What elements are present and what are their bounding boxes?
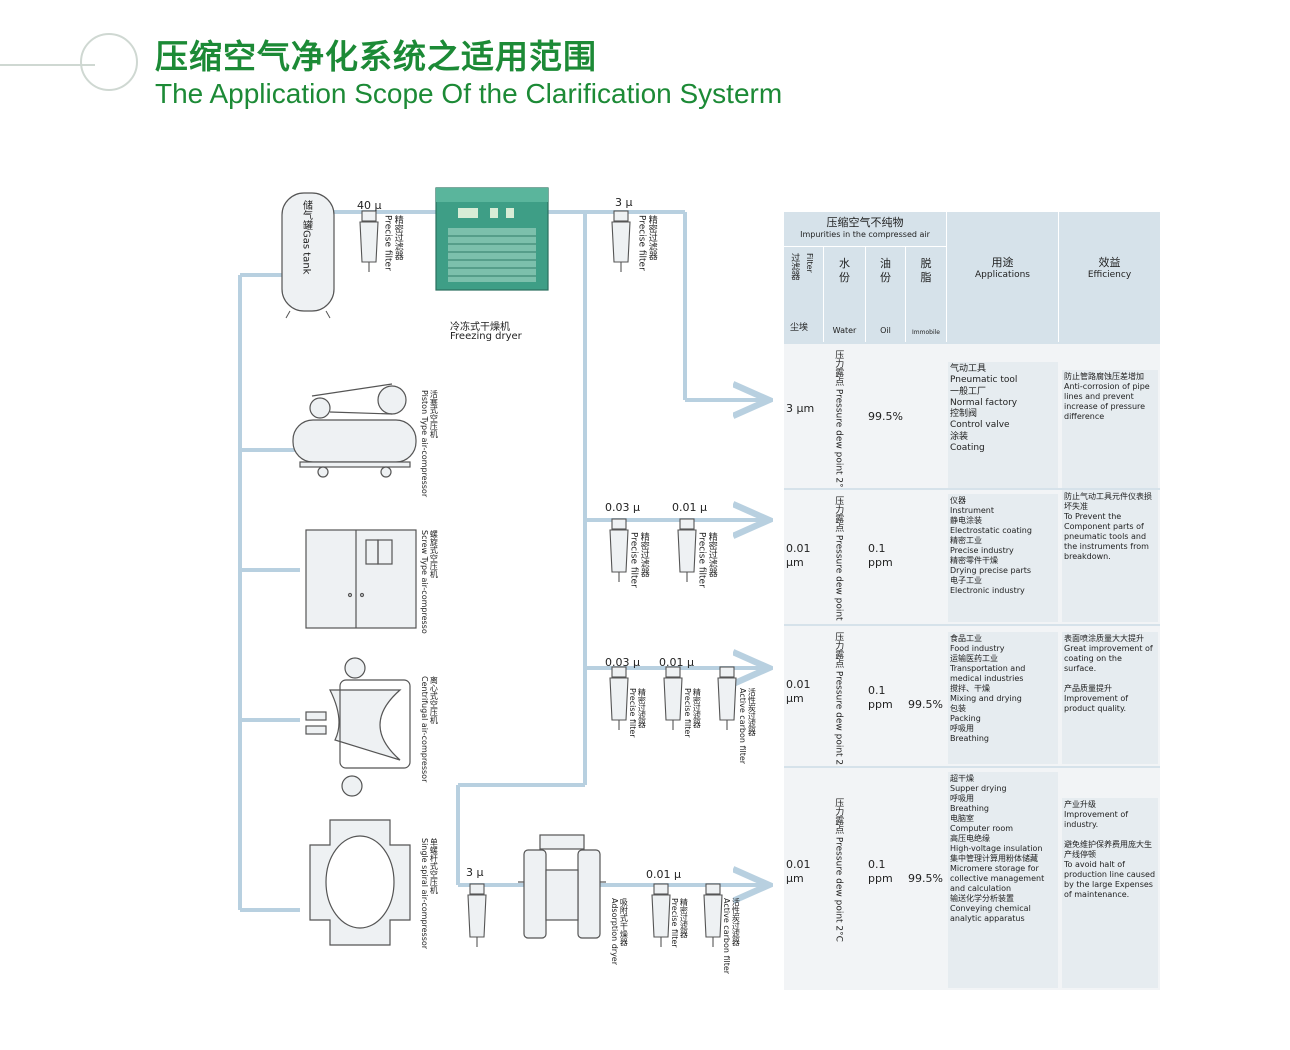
page-title-en: The Application Scope Of the Clarificati… <box>155 78 783 109</box>
row3-oil: 0.1 ppm <box>868 684 893 712</box>
row3-applications: 食品工业 Food industry 运输医药工业 Transportation… <box>948 632 1058 764</box>
header-oil-en: Oil <box>880 326 891 335</box>
adsorption-dryer-icon <box>518 834 606 939</box>
row2-efficiency: 防止气动工具元件仪表损坏失准 To Prevent the Component … <box>1062 490 1158 622</box>
row1-dust: 3 μm <box>786 402 815 415</box>
filter-3-top-rating: 3 μ <box>615 196 633 209</box>
header-filter-en: Filter <box>805 253 814 273</box>
header-filter-cn: 过滤器 <box>789 253 800 280</box>
row4-efficiency: 产业升级 Improvement of industry. 避免维护保养费用庞大… <box>1062 798 1158 988</box>
header-applications-cn: 用途 <box>991 256 1014 269</box>
header-impurities-en: Impurities in the compressed air <box>800 230 930 240</box>
header-oil: 油份 Oil <box>866 246 906 342</box>
piston-compressor-label: 活塞式空压机 Piston Type air-compressor <box>420 390 439 498</box>
header-water: 水份 Water <box>824 246 866 342</box>
row2-dust: 0.01 μm <box>786 542 811 570</box>
filter-3-bottom-icon <box>467 883 487 947</box>
filter-row4-a-label: 精密过滤器 Precise filter <box>670 898 689 948</box>
filter-row2-b-icon <box>677 518 697 582</box>
row2-oil: 0.1 ppm <box>868 542 893 570</box>
header-efficiency: 效益 Efficiency <box>1058 212 1160 342</box>
filter-row2-a-icon <box>609 518 629 582</box>
centrifugal-compressor-icon <box>305 657 411 797</box>
row4-oil: 0.1 ppm <box>868 858 893 886</box>
row3-efficiency: 表面喷涂质量大大提升 Great improvement of coating … <box>1062 632 1158 764</box>
piston-compressor-icon <box>292 383 417 478</box>
filter-row2-b-rating: 0.01 μ <box>672 501 707 514</box>
row4-dust: 0.01 μm <box>786 858 811 886</box>
filter-row2-b-label: 精密过滤器 Precise filter <box>696 532 717 588</box>
filter-3-top-label: 精密过滤器 Precise filter <box>636 215 657 271</box>
header-odor: 脱脂 Immobile <box>906 246 946 342</box>
filter-row3-a-icon <box>609 666 629 730</box>
filter-row3-b-rating: 0.01 μ <box>659 656 694 669</box>
centrifugal-compressor-label: 离心式空压机 Centrifugal air-compressor <box>420 676 439 783</box>
filter-row3-c-icon <box>717 666 737 730</box>
table-row: 0.01 μm 压力露点 Pressure dew point 2°C 0.1 … <box>784 488 1160 624</box>
header-dust: 尘埃 <box>790 323 809 333</box>
header-applications-en: Applications <box>975 270 1030 281</box>
adsorption-dryer-label: 吸附式干燥器 Adsorption dryer <box>610 898 629 966</box>
row2-water: 压力露点 Pressure dew point 2°C <box>833 496 844 624</box>
header-impurities-cn: 压缩空气不纯物 <box>826 216 904 229</box>
header-water-cn: 水份 <box>839 257 850 285</box>
row1-water: 压力露点 Pressure dew point 2°C <box>833 350 844 488</box>
filter-40-label: 精密过滤器 Precise filter <box>382 215 403 271</box>
pipes <box>238 210 765 912</box>
filter-row4-b-icon <box>703 883 723 947</box>
header-water-en: Water <box>832 326 857 335</box>
freezing-dryer-label-cn: 冷冻式干燥机 <box>450 322 510 333</box>
filter-3-bottom-rating: 3 μ <box>466 866 484 879</box>
filter-row2-a-rating: 0.03 μ <box>605 501 640 514</box>
filter-row2-a-label: 精密过滤器 Precise filter <box>628 532 649 588</box>
row1-oil: 99.5% <box>868 410 903 423</box>
row1-efficiency: 防止管路腐蚀压差增加 Anti-corrosion of pipe lines … <box>1062 370 1158 488</box>
filter-row4-a-icon <box>651 883 671 947</box>
header-oil-cn: 油份 <box>880 257 891 285</box>
header-odor-en: Immobile <box>912 328 940 336</box>
filter-row3-a-label: 精密过滤器 Precise filter <box>628 688 647 738</box>
filter-row3-b-label: 精密过滤器 Precise filter <box>683 688 702 738</box>
header-applications: 用途 Applications <box>946 212 1058 342</box>
screw-compressor-icon <box>305 529 417 629</box>
single-spiral-compressor-label: 单螺杆式空压机 Single spiral air-compressor <box>420 838 439 950</box>
freezing-dryer-label-en: Freezing dryer <box>450 331 522 342</box>
table-row: 3 μm 压力露点 Pressure dew point 2°C 99.5% 气… <box>784 342 1160 488</box>
header-efficiency-cn: 效益 <box>1098 256 1121 269</box>
filter-row4-b-label: 活性炭过滤器 Active carbon filter <box>722 898 741 975</box>
row4-applications: 超干燥 Supper drying 呼吸用 Breathing 电脑室 Comp… <box>948 772 1058 988</box>
gas-tank-icon <box>281 192 335 319</box>
freezing-dryer-icon <box>435 187 549 291</box>
filter-icons <box>359 210 737 947</box>
screw-compressor-label: 螺旋式空压机 Screw Type air-compresso <box>420 530 439 634</box>
filter-row3-b-icon <box>663 666 683 730</box>
row1-applications: 气动工具 Pneumatic tool 一般工厂 Normal factory … <box>948 362 1058 488</box>
header-odor-cn: 脱脂 <box>920 257 932 285</box>
table-row: 0.01 μm 压力露点 Pressure dew point 2°C 0.1 … <box>784 624 1160 766</box>
filter-row4-a-rating: 0.01 μ <box>646 868 681 881</box>
row3-water: 压力露点 Pressure dew point 2°C <box>833 632 844 766</box>
filter-40-rating: 40 μ <box>357 199 382 212</box>
decorative-circle <box>80 33 138 91</box>
gas-tank-label: 储气罐Gas tank <box>300 200 312 275</box>
single-spiral-compressor-icon <box>309 819 411 946</box>
filter-40-icon <box>359 210 379 272</box>
filter-3-top-icon <box>611 210 631 272</box>
decorative-line <box>0 64 95 66</box>
spec-table: 压缩空气不纯物 Impurities in the compressed air… <box>784 212 1160 990</box>
page-title-cn: 压缩空气净化系统之适用范围 <box>155 37 597 76</box>
row4-water: 压力露点 Pressure dew point 2°C <box>833 798 844 942</box>
filter-row3-a-rating: 0.03 μ <box>605 656 640 669</box>
filter-row3-c-label: 活性炭过滤器 Active carbon filter <box>738 688 757 765</box>
row3-odor: 99.5% <box>908 698 943 711</box>
row4-odor: 99.5% <box>908 872 943 885</box>
header-filter: 过滤器 Filter 尘埃 <box>784 246 824 342</box>
row3-dust: 0.01 μm <box>786 678 811 706</box>
table-row: 0.01 μm 压力露点 Pressure dew point 2°C 0.1 … <box>784 766 1160 990</box>
row2-applications: 仪器 Instrument 静电涂装 Electrostatic coating… <box>948 494 1058 622</box>
header-efficiency-en: Efficiency <box>1087 270 1132 281</box>
